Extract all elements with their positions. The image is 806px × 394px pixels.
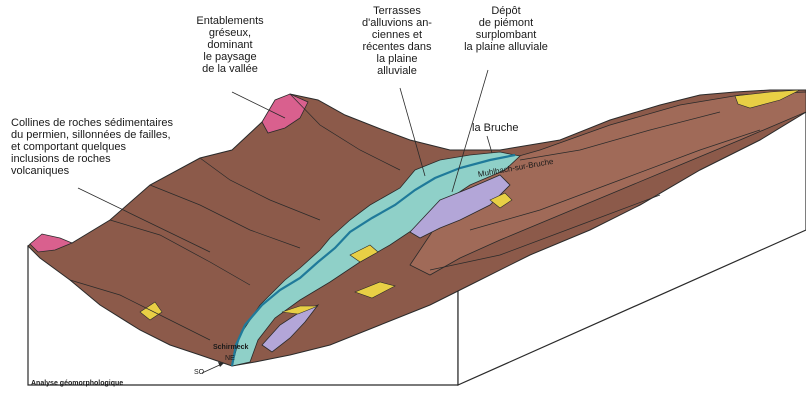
diagram-caption: Analyse géomorphologique xyxy=(31,380,123,387)
label-terrasses: Terrasses d'alluvions an- ciennes et réc… xyxy=(344,5,450,77)
label-orientation-so: SO xyxy=(194,369,204,376)
label-orientation-ne: NE xyxy=(225,355,235,362)
label-la-bruche: la Bruche xyxy=(472,122,542,134)
label-collines: Collines de roches sédimentaires du perm… xyxy=(11,117,211,177)
label-entablements: Entablements gréseux, dominant le paysag… xyxy=(176,15,284,75)
label-depot: Dépôt de piémont surplombant la plaine a… xyxy=(444,5,568,53)
label-schirmeck: Schirmeck xyxy=(213,344,248,351)
